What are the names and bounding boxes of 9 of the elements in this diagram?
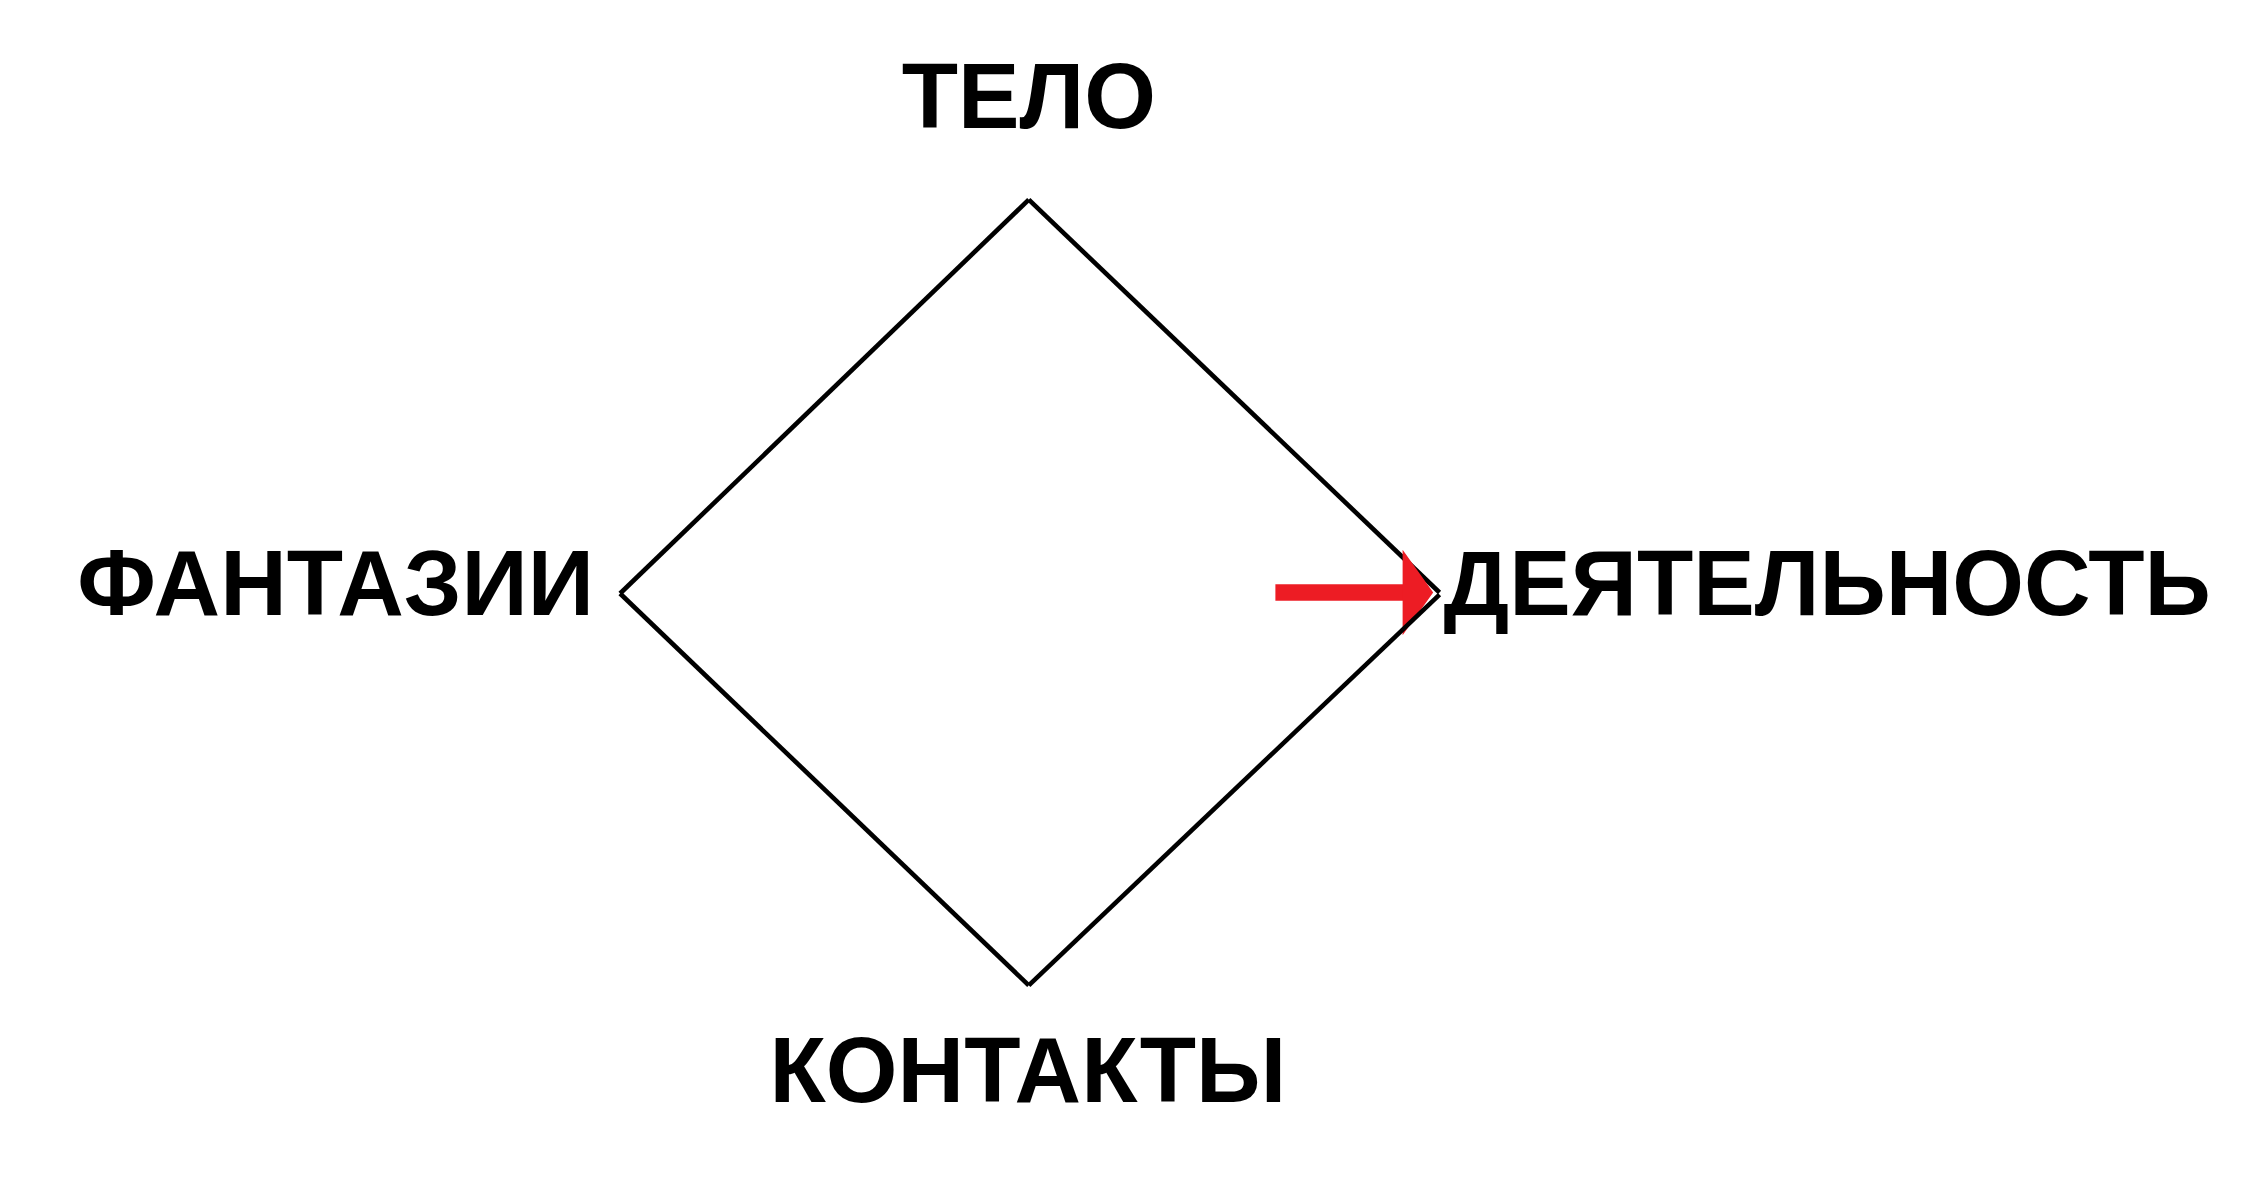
- connector: [618, 591, 1030, 987]
- node-text: КОНТАКТЫ: [769, 1018, 1286, 1122]
- arrow: [1274, 549, 1433, 636]
- connector: [618, 198, 1030, 596]
- node-text: ФАНТАЗИИ: [76, 532, 594, 636]
- connector: [1026, 198, 1441, 595]
- connector: [1026, 592, 1441, 987]
- node-text: ТЕЛО: [901, 45, 1156, 149]
- node-text: ДЕЯТЕЛЬНОСТЬ: [1443, 532, 2211, 636]
